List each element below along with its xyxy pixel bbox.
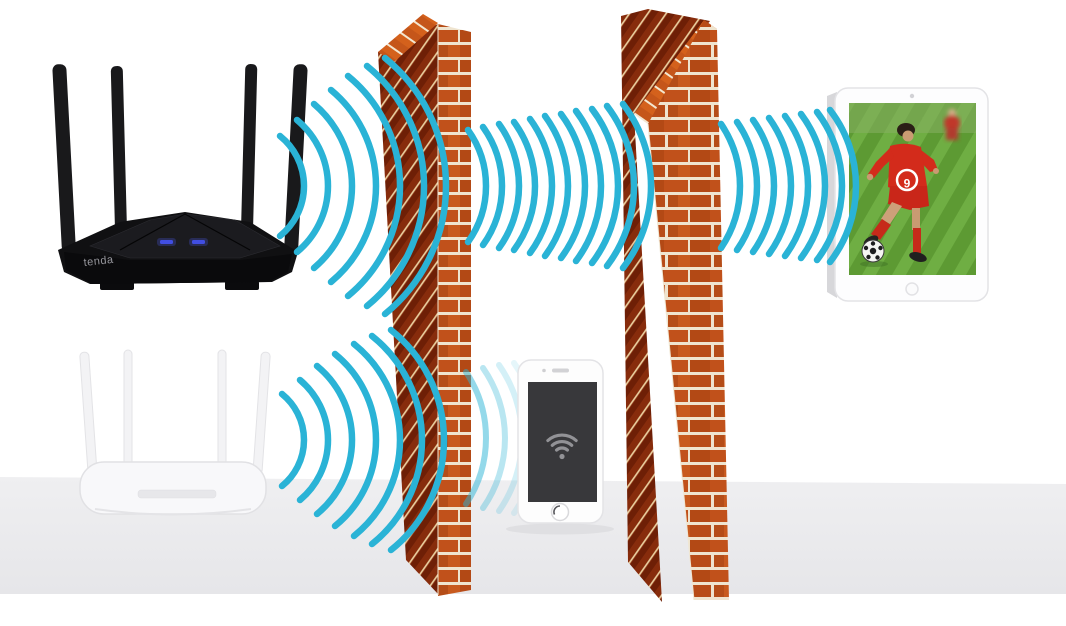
- tablet-screen-photo: 9: [849, 103, 976, 275]
- boy-shorts: [888, 186, 929, 210]
- led-indicator: [192, 240, 205, 244]
- wall-top-cap: [378, 14, 438, 62]
- signal-arc: [278, 390, 308, 490]
- jersey-badge: [895, 168, 919, 192]
- signal-arc: [781, 112, 812, 260]
- signal-bottom-d: [278, 326, 448, 554]
- old-router-antenna: [217, 349, 227, 469]
- signal-arc: [479, 123, 506, 249]
- soccer-boy: 9: [863, 123, 939, 262]
- signal-arc: [557, 110, 589, 262]
- floor: [0, 477, 1066, 594]
- signal-arc: [495, 120, 523, 252]
- signal-arc: [276, 132, 308, 240]
- boy-leg-kicking: [881, 202, 902, 224]
- signal-arc: [293, 116, 332, 256]
- signal-arc: [510, 118, 539, 254]
- old-router-base-line: [94, 508, 252, 516]
- tenda-router: tenda: [52, 64, 308, 290]
- wifi-icon: [546, 433, 578, 460]
- signal-arc: [327, 86, 380, 286]
- old-router-antenna: [79, 351, 98, 475]
- signal-arc: [363, 62, 428, 310]
- signal-arc: [826, 106, 860, 266]
- signal-arc: [749, 116, 778, 256]
- old-router-faded: [79, 349, 271, 516]
- signal-arc: [344, 72, 404, 300]
- tablet: 9: [827, 87, 989, 302]
- signal-arc: [588, 105, 622, 267]
- signal-arc: [331, 350, 380, 530]
- soccer-ball: [861, 239, 885, 263]
- signal-arc: [797, 110, 829, 262]
- router-foot: [225, 281, 259, 290]
- wall-front-face: [438, 24, 471, 596]
- signal-arc: [480, 365, 508, 511]
- signal-arc: [350, 340, 404, 540]
- router-brand-label: tenda: [83, 254, 114, 269]
- router-facet-crease: [119, 213, 251, 251]
- wall-ridge: [647, 123, 695, 601]
- signal-arc: [368, 332, 426, 548]
- router-antenna: [52, 64, 76, 253]
- signal-arc: [463, 369, 489, 507]
- wall-side-face: [621, 9, 710, 602]
- signal-arc: [572, 107, 605, 265]
- old-router-vent-slot: [137, 489, 217, 499]
- led-glow: [157, 238, 176, 246]
- phone-shadow: [506, 523, 614, 535]
- tablet-home-button: [905, 282, 919, 296]
- led-indicator: [160, 240, 173, 244]
- phone-camera-dot: [542, 368, 546, 373]
- boy-leg-standing: [912, 208, 920, 230]
- signal-arc: [733, 118, 761, 254]
- router-antenna: [110, 66, 127, 231]
- signal-top-a: [276, 54, 450, 318]
- smartphone: [506, 359, 614, 535]
- jersey-number: 9: [904, 177, 911, 191]
- signal-arc: [526, 115, 556, 257]
- old-router-body: [79, 461, 267, 515]
- signal-top-b: [464, 100, 655, 272]
- router-front-face: [64, 252, 292, 284]
- signal-top-c: [717, 106, 860, 266]
- signal-arc: [619, 100, 655, 272]
- signal-arc: [813, 108, 846, 264]
- led-glow: [189, 238, 208, 246]
- signal-arc: [296, 376, 332, 504]
- phone-home-detail: [553, 505, 561, 515]
- phone-earpiece: [552, 368, 569, 373]
- router-antenna: [241, 64, 258, 231]
- signal-arc: [464, 126, 490, 246]
- ball-shadow: [860, 261, 888, 267]
- signal-arc: [603, 102, 638, 270]
- boy-arm-right: [868, 148, 894, 178]
- old-router-antenna: [252, 351, 271, 475]
- signal-arc: [387, 326, 448, 554]
- signal-arc: [765, 114, 795, 258]
- signal-arc: [381, 54, 450, 318]
- old-router-antenna: [123, 349, 133, 469]
- blurred-background-player: [944, 109, 960, 140]
- signal-arc: [310, 100, 356, 272]
- signal-arc: [313, 362, 356, 518]
- brick-wall-2: [621, 9, 729, 602]
- wall-front-face: [648, 20, 729, 600]
- signal-arc: [717, 120, 744, 252]
- tablet-camera-dot: [909, 93, 915, 99]
- boy-arm-left: [919, 150, 938, 172]
- router-top-facet: [89, 213, 281, 259]
- signal-arc: [541, 112, 572, 260]
- boy-face: [902, 130, 914, 142]
